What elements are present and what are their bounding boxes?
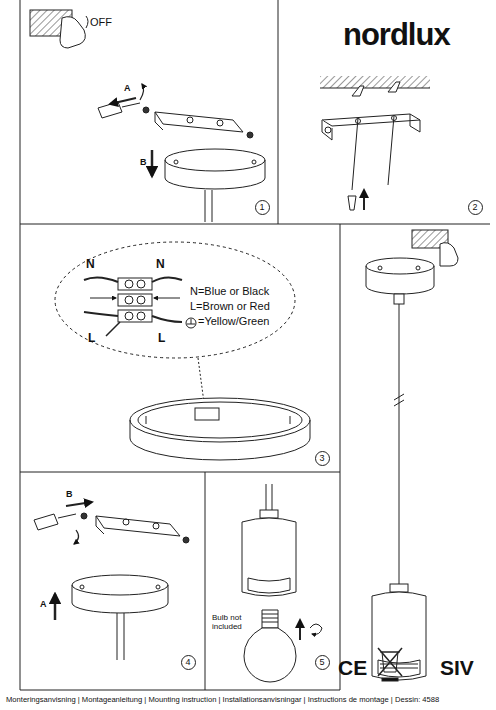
step-letter: B	[66, 490, 73, 500]
callout-number: 2	[472, 203, 477, 212]
ce-mark: CE	[338, 656, 367, 679]
step-letter: A	[40, 600, 47, 610]
footer-text: Monteringsanvisning | Montageanleitung |…	[6, 696, 439, 704]
step-letter: A	[124, 84, 131, 94]
callout-number: 3	[319, 454, 324, 463]
wire-colour-note: N=Blue or Black	[190, 285, 269, 297]
terminal-name: L	[158, 332, 165, 345]
brand-logo: nordlux	[343, 18, 450, 52]
wire-colour-note: L=Brown or Red	[190, 300, 270, 312]
wire-colour-note: =Yellow/Green	[198, 315, 269, 327]
step-number-circle: 4	[181, 655, 196, 670]
note: Bulb not included	[212, 614, 256, 632]
step-letter: B	[140, 158, 147, 168]
callout-number: 1	[259, 203, 264, 212]
callout-number: 5	[319, 658, 324, 667]
terminal-name: N	[156, 258, 165, 271]
terminal-name: N	[86, 258, 95, 271]
step-number-circle: 1	[255, 200, 270, 215]
step-number-circle: 5	[315, 655, 330, 670]
switch-state: OFF	[90, 16, 112, 28]
callout-number: 4	[185, 658, 190, 667]
siv-mark: SIV	[440, 656, 474, 679]
step-number-circle: 2	[468, 200, 483, 215]
terminal-name: L	[88, 332, 95, 345]
step-number-circle: 3	[315, 451, 330, 466]
